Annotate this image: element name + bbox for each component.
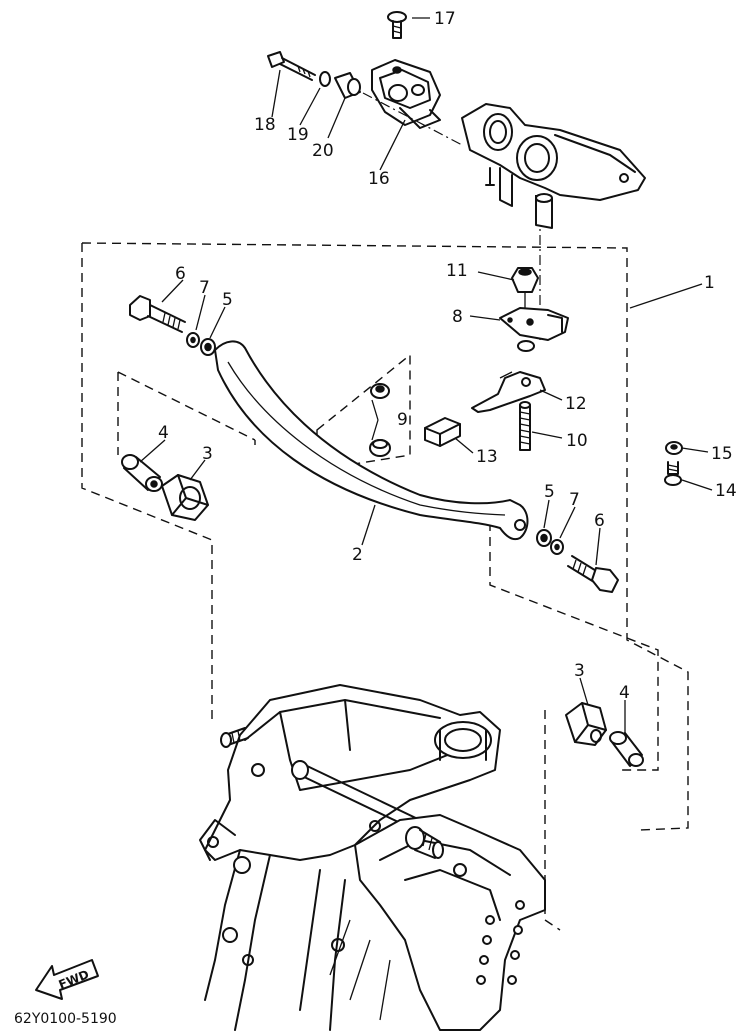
- callout-7-left: 7: [199, 278, 210, 298]
- callout-7-right: 7: [569, 490, 580, 510]
- block-13: [424, 417, 461, 447]
- callout-10: 10: [566, 431, 588, 451]
- washer-19: [319, 71, 331, 87]
- washer-15: [665, 441, 683, 455]
- callout-9: 9: [397, 410, 408, 430]
- callout-5-right: 5: [544, 482, 555, 502]
- callout-16: 16: [368, 169, 390, 189]
- callout-labels: 1 2 3 3 4 4 5 5 6 6 7 7 8 9 10 11 12 13 …: [158, 9, 737, 703]
- bolt-6-right: [567, 555, 619, 593]
- fwd-direction-arrow: FWD: [35, 959, 99, 1000]
- bushing-4-right: [609, 731, 644, 767]
- washer-5-right: [536, 529, 552, 547]
- steering-rod-2: [214, 340, 529, 541]
- grommet-9-top: [370, 383, 390, 399]
- nut-3-left: [161, 474, 209, 521]
- callout-1: 1: [704, 273, 715, 293]
- nut-3-right: [565, 702, 607, 746]
- washer-7-right: [550, 539, 564, 555]
- lever-12: [471, 371, 546, 413]
- screw-14: [664, 461, 682, 486]
- swivel-stud-right: [405, 826, 444, 859]
- stud-10: [519, 401, 531, 451]
- bolt-18: [267, 51, 316, 81]
- bracket-16: [371, 59, 441, 129]
- washer-7-left: [186, 332, 200, 348]
- callout-3-right: 3: [574, 661, 585, 681]
- callout-4-right: 4: [619, 683, 630, 703]
- assembly-boundary-right-bracket: [489, 522, 659, 931]
- assembly-boundary: [81, 242, 689, 831]
- callout-8: 8: [452, 307, 463, 327]
- callout-20: 20: [312, 141, 334, 161]
- bolt-6-left: [129, 295, 186, 333]
- callout-17: 17: [434, 9, 456, 29]
- callout-2: 2: [352, 545, 363, 565]
- callout-3-left: 3: [202, 444, 213, 464]
- grommet-9-bottom: [369, 439, 391, 457]
- callout-5-left: 5: [222, 290, 233, 310]
- callout-6-left: 6: [175, 264, 186, 284]
- collar-20: [334, 72, 361, 99]
- drawing-code: 62Y0100-5190: [14, 1011, 117, 1027]
- leader-lines: [139, 17, 713, 735]
- swivel-stud-left: [220, 727, 249, 748]
- screw-17: [387, 11, 407, 39]
- callout-12: 12: [565, 394, 587, 414]
- callout-15: 15: [711, 444, 733, 464]
- assembly-boundary-inner: [117, 371, 256, 455]
- tiller-bracket: [461, 103, 646, 229]
- bushing-4-left: [121, 454, 163, 492]
- callout-13: 13: [476, 447, 498, 467]
- callout-11: 11: [446, 261, 468, 281]
- swivel-bracket-assembly: [199, 684, 546, 1031]
- callout-6-right: 6: [594, 511, 605, 531]
- washer-5-left: [200, 338, 216, 356]
- stud-bracket-outline: [316, 353, 411, 471]
- cable-bracket-assembly: [267, 11, 646, 340]
- callout-19: 19: [287, 125, 309, 145]
- nut-11: [511, 267, 539, 310]
- callout-4-left: 4: [158, 423, 169, 443]
- callout-18: 18: [254, 115, 276, 135]
- callout-14: 14: [715, 481, 737, 501]
- plate-8: [499, 307, 569, 352]
